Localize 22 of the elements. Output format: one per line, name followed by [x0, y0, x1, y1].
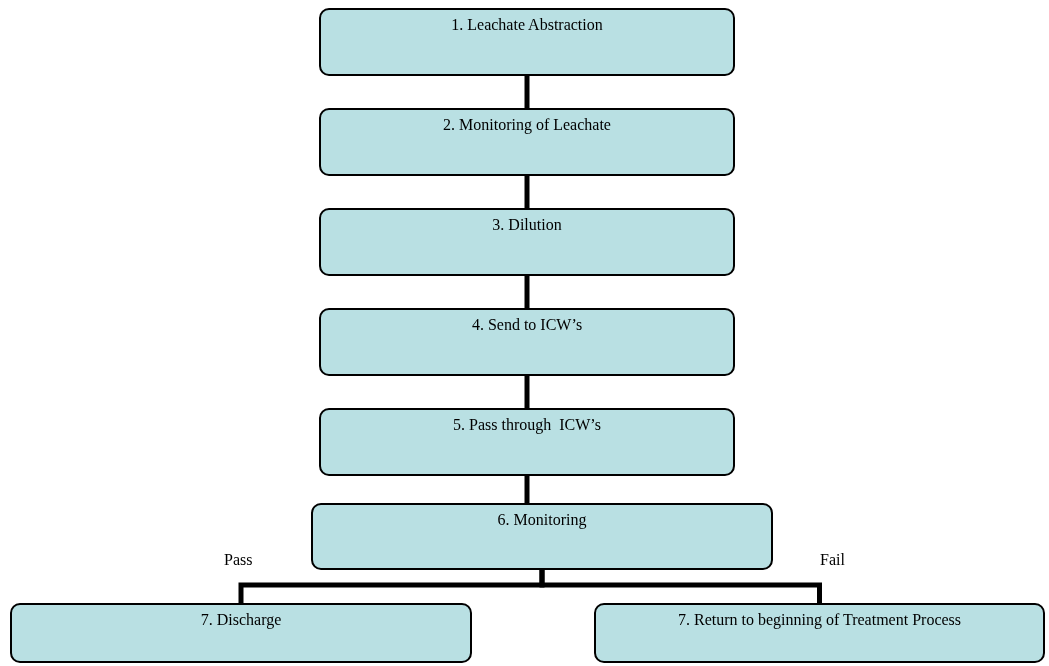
connector-line — [524, 176, 530, 208]
process-box — [319, 8, 735, 76]
step-label: 4. Send to ICW’s — [471, 315, 583, 335]
connector-line — [539, 570, 822, 603]
step-label: 3. Dilution — [492, 215, 562, 235]
connector-line — [524, 276, 530, 308]
step-label: 6. Monitoring — [497, 510, 587, 530]
connector-line — [524, 76, 530, 108]
step-label: 7. Discharge — [200, 610, 282, 630]
step-label: 2. Monitoring of Leachate — [443, 115, 611, 135]
step-label: 7. Return to beginning of Treatment Process — [677, 610, 962, 630]
connector-line — [524, 476, 530, 503]
process-box — [10, 603, 472, 663]
process-box — [311, 503, 773, 570]
process-box — [319, 308, 735, 376]
connector-line — [524, 376, 530, 408]
process-box — [594, 603, 1045, 663]
process-box — [319, 408, 735, 476]
step-label: 1. Leachate Abstraction — [451, 15, 603, 35]
step-label: 5. Pass through ICW’s — [453, 415, 601, 435]
process-box — [319, 208, 735, 276]
process-box — [319, 108, 735, 176]
